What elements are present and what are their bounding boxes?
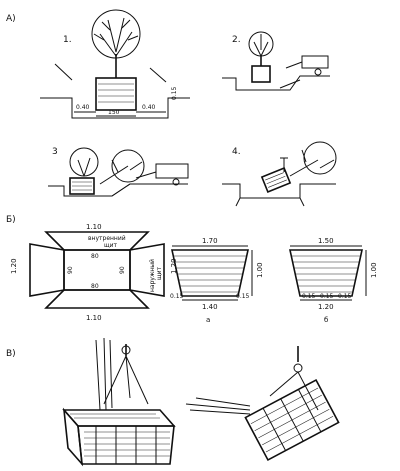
box-a-caption: а: [206, 316, 210, 324]
inner-shield-label-1: внутренний: [88, 235, 126, 242]
center-top-dim: 80: [91, 253, 99, 260]
step-4-number: 4.: [232, 147, 241, 157]
lifting-box-right: [185, 346, 340, 462]
section-v-label: В): [6, 349, 16, 359]
box-a-side-inner-dim: 0.15: [236, 293, 250, 300]
step-1-number: 1.: [63, 35, 72, 45]
box-a-side-dim: 0.15: [170, 293, 184, 300]
step-4-figure: 4.: [222, 141, 337, 207]
unfolded-bottom-dim: 1.10: [86, 314, 102, 322]
inner-shield-label-2: щит: [104, 242, 118, 249]
center-bottom-dim: 80: [91, 283, 99, 290]
center-right-dim: 90: [119, 266, 126, 274]
box-a-height-dim: 1.00: [256, 262, 264, 278]
step-1-dim-center: 150: [108, 109, 120, 116]
unfolded-right-dim: 1.20: [170, 258, 178, 274]
section-a-label: A): [6, 14, 16, 24]
step-1-dim-right: 0.40: [142, 104, 156, 111]
step-1-figure: 1. 0.40 150 0.40 0.15: [40, 9, 190, 119]
box-b-height-dim: 1.00: [370, 262, 378, 278]
outer-shield-label-2: щит: [156, 266, 163, 280]
step-1-dim-depth: 0.15: [171, 86, 178, 100]
step-2-number: 2.: [232, 35, 241, 45]
box-b-seg1-dim: 0.15: [302, 293, 316, 300]
step-3-figure: 3: [48, 147, 189, 197]
box-b-top-dim: 1.50: [318, 237, 334, 245]
box-b-seg2-dim: 0.15: [320, 293, 334, 300]
box-a-bottom-dim: 1.40: [202, 303, 218, 311]
step-2-figure: 2.: [222, 31, 330, 91]
step-3-number: 3: [52, 147, 58, 157]
center-left-dim: 90: [67, 266, 74, 274]
lifting-box-left: [62, 337, 176, 467]
box-b-bottom-dim: 1.20: [318, 303, 334, 311]
box-variant-a: 1.70 1.00 1.40 0.15 0.15 а: [170, 237, 264, 324]
outer-shield-label-1: наружный: [149, 259, 156, 292]
section-b-label: Б): [6, 215, 16, 225]
unfolded-box-plan: 1.10 1.10 1.20 1.20 внутренний щит наруж…: [10, 223, 178, 322]
box-variant-b: 1.50 1.00 0.15 0.15 0.15 1.20 б: [289, 237, 378, 324]
box-a-top-dim: 1.70: [202, 237, 218, 245]
step-1-dim-left: 0.40: [76, 104, 90, 111]
unfolded-left-dim: 1.20: [10, 258, 18, 274]
unfolded-top-dim: 1.10: [86, 223, 102, 231]
box-b-caption: б: [324, 316, 328, 324]
box-b-seg3-dim: 0.15: [338, 293, 352, 300]
